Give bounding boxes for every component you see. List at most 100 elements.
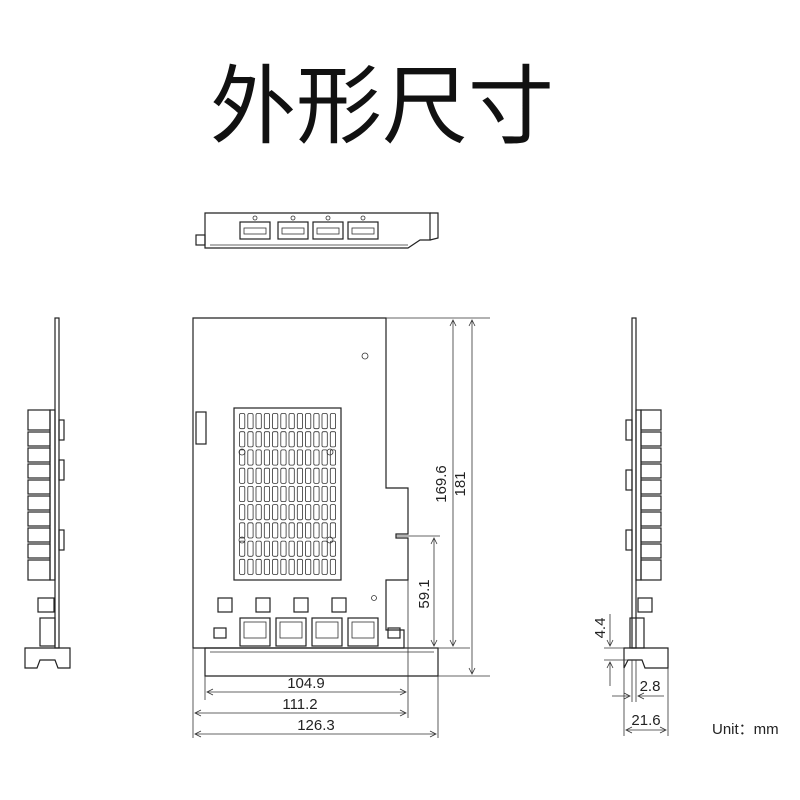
heatsink-fin-slot	[305, 449, 312, 466]
heatsink-fin-slot	[272, 504, 279, 521]
heatsink-fin-slot	[288, 449, 295, 466]
dim-width-a: 104.9	[287, 675, 325, 692]
heatsink-fin-slot	[313, 504, 320, 521]
heatsink-fin-slot	[272, 485, 279, 502]
heatsink-fin-slot	[247, 485, 254, 502]
heatsink-fin-slot	[263, 504, 270, 521]
heatsink-fin-slot	[296, 431, 303, 448]
heatsink-fin-slot	[305, 467, 312, 484]
heatsink-fin-slot	[239, 413, 246, 430]
heatsink-fin-slot	[329, 413, 336, 430]
heatsink-fin-slot	[313, 485, 320, 502]
heatsink-fin-slot	[313, 522, 320, 539]
heatsink-fin-slot	[247, 449, 254, 466]
heatsink-fin-slot	[280, 522, 287, 539]
heatsink-fin-slot	[288, 467, 295, 484]
heatsink-fin-slot	[288, 558, 295, 575]
heatsink-fin-slot	[288, 485, 295, 502]
heatsink-fin-slot	[321, 449, 328, 466]
heatsink-fin-slot	[280, 413, 287, 430]
heatsink-fin-slot	[296, 522, 303, 539]
top-usb-ports	[239, 215, 379, 240]
heatsink-fin-slot	[329, 504, 336, 521]
heatsink-fin-slot	[296, 449, 303, 466]
front-usb-ports	[239, 617, 379, 647]
heatsink-fin-slot	[313, 431, 320, 448]
dim-width-c: 126.3	[297, 717, 335, 734]
usb-port-icon	[347, 215, 379, 240]
heatsink-fin-slot	[272, 522, 279, 539]
top-view	[195, 212, 439, 249]
heatsink-fin-slot	[239, 485, 246, 502]
heatsink-fin-slot	[321, 413, 328, 430]
front-dimensions: 169.6 181 59.1 104.9 111.2 126.3	[192, 317, 490, 738]
heatsink-fin-slot	[263, 449, 270, 466]
heatsink-fin-slot	[305, 431, 312, 448]
heatsink-fin-slot	[280, 485, 287, 502]
heatsink-fin-slot	[239, 504, 246, 521]
heatsink-fin-slot	[288, 413, 295, 430]
heatsink-fin-slot	[321, 522, 328, 539]
dim-side-thickness: 2.8	[640, 678, 661, 695]
heatsink-fin-slot	[321, 485, 328, 502]
heatsink-fin-slot	[296, 540, 303, 557]
heatsink-fin-slot	[247, 431, 254, 448]
heatsink-fin-slot	[255, 558, 262, 575]
heatsink-fin-slot	[239, 522, 246, 539]
page-title: 外形尺寸	[210, 57, 554, 157]
heatsink-fin-slot	[296, 558, 303, 575]
heatsink-fin-slot	[255, 467, 262, 484]
heatsink-fin-slot	[305, 485, 312, 502]
heatsink-fin-slot	[255, 522, 262, 539]
heatsink-fin-slot	[305, 522, 312, 539]
heatsink-fin-slot	[272, 467, 279, 484]
heatsink-fin-slot	[247, 467, 254, 484]
heatsink-fin-slot	[272, 540, 279, 557]
heatsink-fin-slot	[255, 540, 262, 557]
heatsink-fin-slot	[313, 449, 320, 466]
heatsink-fin-slot	[313, 558, 320, 575]
heatsink-fin-slot	[296, 504, 303, 521]
heatsink-fin-slot	[288, 431, 295, 448]
heatsink-fin-slot	[321, 540, 328, 557]
heatsink-fin-slot	[296, 413, 303, 430]
usb-port-icon	[312, 215, 344, 240]
heatsink-fin-slot	[288, 504, 295, 521]
right-side-view: 4.4 2.8 21.6	[592, 317, 669, 736]
heatsink-fin-slot	[313, 413, 320, 430]
heatsink-fin-slot	[239, 467, 246, 484]
heatsink-fin-slot	[239, 558, 246, 575]
left-heatsink-fins	[27, 409, 51, 581]
dim-height-slot: 59.1	[416, 579, 433, 608]
heatsink-fin-slot	[263, 540, 270, 557]
heatsink-fin-slot	[329, 522, 336, 539]
front-view	[192, 317, 439, 677]
usb-port-icon	[239, 215, 271, 240]
heatsink-fin-slot	[255, 485, 262, 502]
heatsink-fin-slot	[247, 522, 254, 539]
heatsink-fin-slot	[263, 558, 270, 575]
heatsink-fin-slot	[255, 413, 262, 430]
heatsink-fin-slot	[280, 431, 287, 448]
heatsink-fin-slot	[321, 467, 328, 484]
heatsink-fin-slot	[247, 504, 254, 521]
heatsink-fin-slot	[329, 467, 336, 484]
heatsink-fin-slot	[305, 540, 312, 557]
heatsink-fin-slot	[263, 522, 270, 539]
heatsink-fin-slot	[305, 504, 312, 521]
heatsink-fin-slot	[296, 485, 303, 502]
heatsink-fin-slot	[296, 467, 303, 484]
usb-port-icon	[277, 215, 309, 240]
heatsink-fin-slot	[321, 504, 328, 521]
heatsink-fin-slot	[255, 431, 262, 448]
heatsink-fin-slot	[280, 558, 287, 575]
heatsink-fin-slot	[255, 449, 262, 466]
heatsink-fin-slot	[263, 485, 270, 502]
heatsink-fin-slot	[305, 558, 312, 575]
left-side-view	[24, 317, 71, 669]
heatsink-fin-slot	[272, 413, 279, 430]
heatsink-fin-slot	[288, 522, 295, 539]
heatsink-fin-slot	[239, 449, 246, 466]
